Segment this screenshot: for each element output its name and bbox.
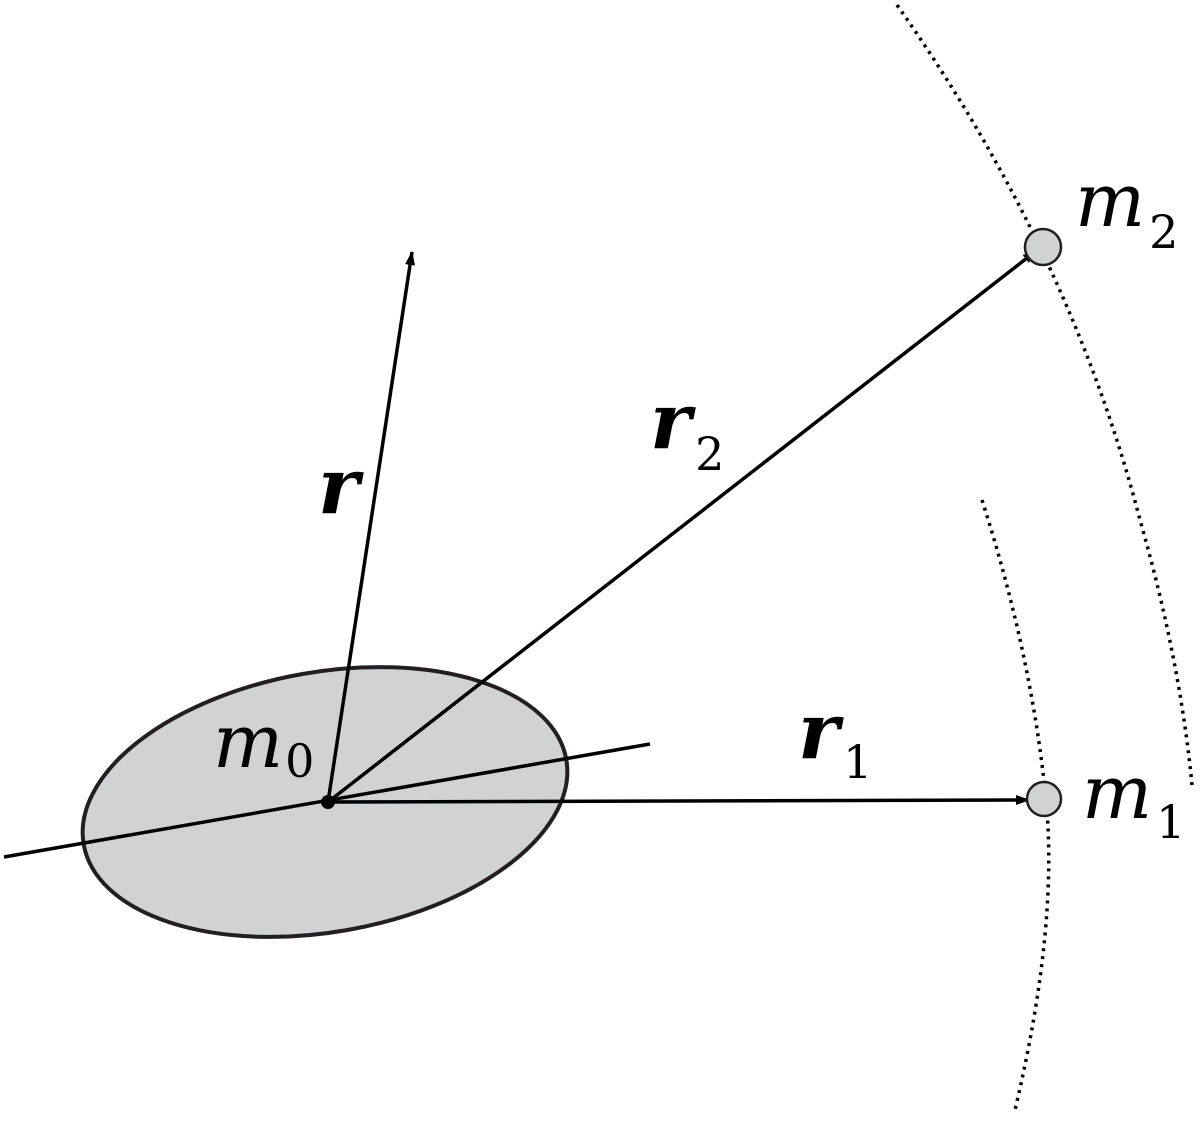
label-m2: m2 [1075,158,1178,259]
vector-r2 [326,249,1038,804]
label-m0: m0 [213,699,314,788]
vector-r [326,251,415,803]
outer-orbit-arc [895,3,1194,786]
label-r: r [318,441,364,532]
origin-point [321,795,335,809]
label-r1: r1 [798,686,872,789]
label-m1: m1 [1082,750,1185,849]
label-r2: r2 [650,376,724,481]
mass-m1 [1025,780,1063,818]
vector-r1 [327,795,1030,806]
mass-m2 [1023,227,1063,267]
